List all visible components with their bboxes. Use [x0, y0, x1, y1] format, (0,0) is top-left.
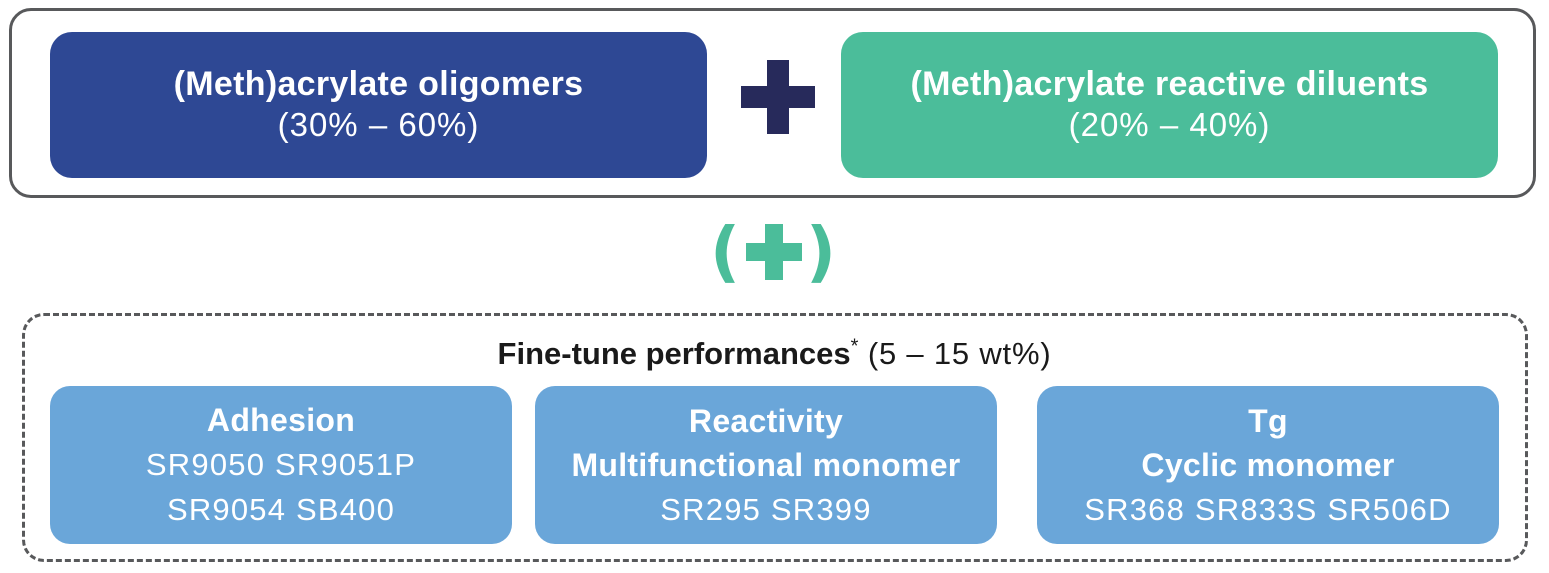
fine-tune-title: Fine-tune performances	[497, 336, 851, 371]
tg-products: SR368 SR833S SR506D	[1084, 491, 1452, 527]
reactivity-products: SR295 SR399	[660, 491, 872, 527]
adhesion-box: Adhesion SR9050 SR9051P SR9054 SB400	[50, 386, 512, 544]
oligomers-range: (30% – 60%)	[277, 106, 480, 143]
fine-tune-frame	[22, 313, 1528, 562]
base-formulation-frame	[9, 8, 1536, 198]
diluents-title: (Meth)acrylate reactive diluents	[910, 65, 1429, 103]
oligomers-title: (Meth)acrylate oligomers	[173, 65, 584, 103]
plus-icon	[741, 60, 815, 134]
plus-icon	[746, 224, 802, 280]
tg-box: Tg Cyclic monomer SR368 SR833S SR506D	[1037, 386, 1499, 544]
optional-plus-connector: ( )	[708, 213, 838, 290]
footnote-mark: *	[850, 335, 859, 358]
close-parenthesis: )	[805, 213, 836, 290]
adhesion-products-2: SR9054 SB400	[166, 492, 396, 527]
reactivity-subtitle: Multifunctional monomer	[571, 446, 961, 483]
diluents-range: (20% – 40%)	[1068, 106, 1271, 143]
reactivity-title: Reactivity	[688, 402, 844, 439]
diluents-box: (Meth)acrylate reactive diluents (20% – …	[841, 32, 1498, 178]
tg-title: Tg	[1248, 402, 1288, 439]
adhesion-products-1: SR9050 SR9051P	[145, 447, 417, 482]
open-parenthesis: (	[710, 213, 741, 290]
oligomers-box: (Meth)acrylate oligomers (30% – 60%)	[50, 32, 707, 178]
fine-tune-range: (5 – 15 wt%)	[858, 336, 1052, 371]
fine-tune-heading: Fine-tune performances* (5 – 15 wt%)	[0, 334, 1549, 374]
tg-subtitle: Cyclic monomer	[1141, 446, 1395, 483]
reactivity-box: Reactivity Multifunctional monomer SR295…	[535, 386, 997, 544]
adhesion-title: Adhesion	[206, 402, 356, 438]
